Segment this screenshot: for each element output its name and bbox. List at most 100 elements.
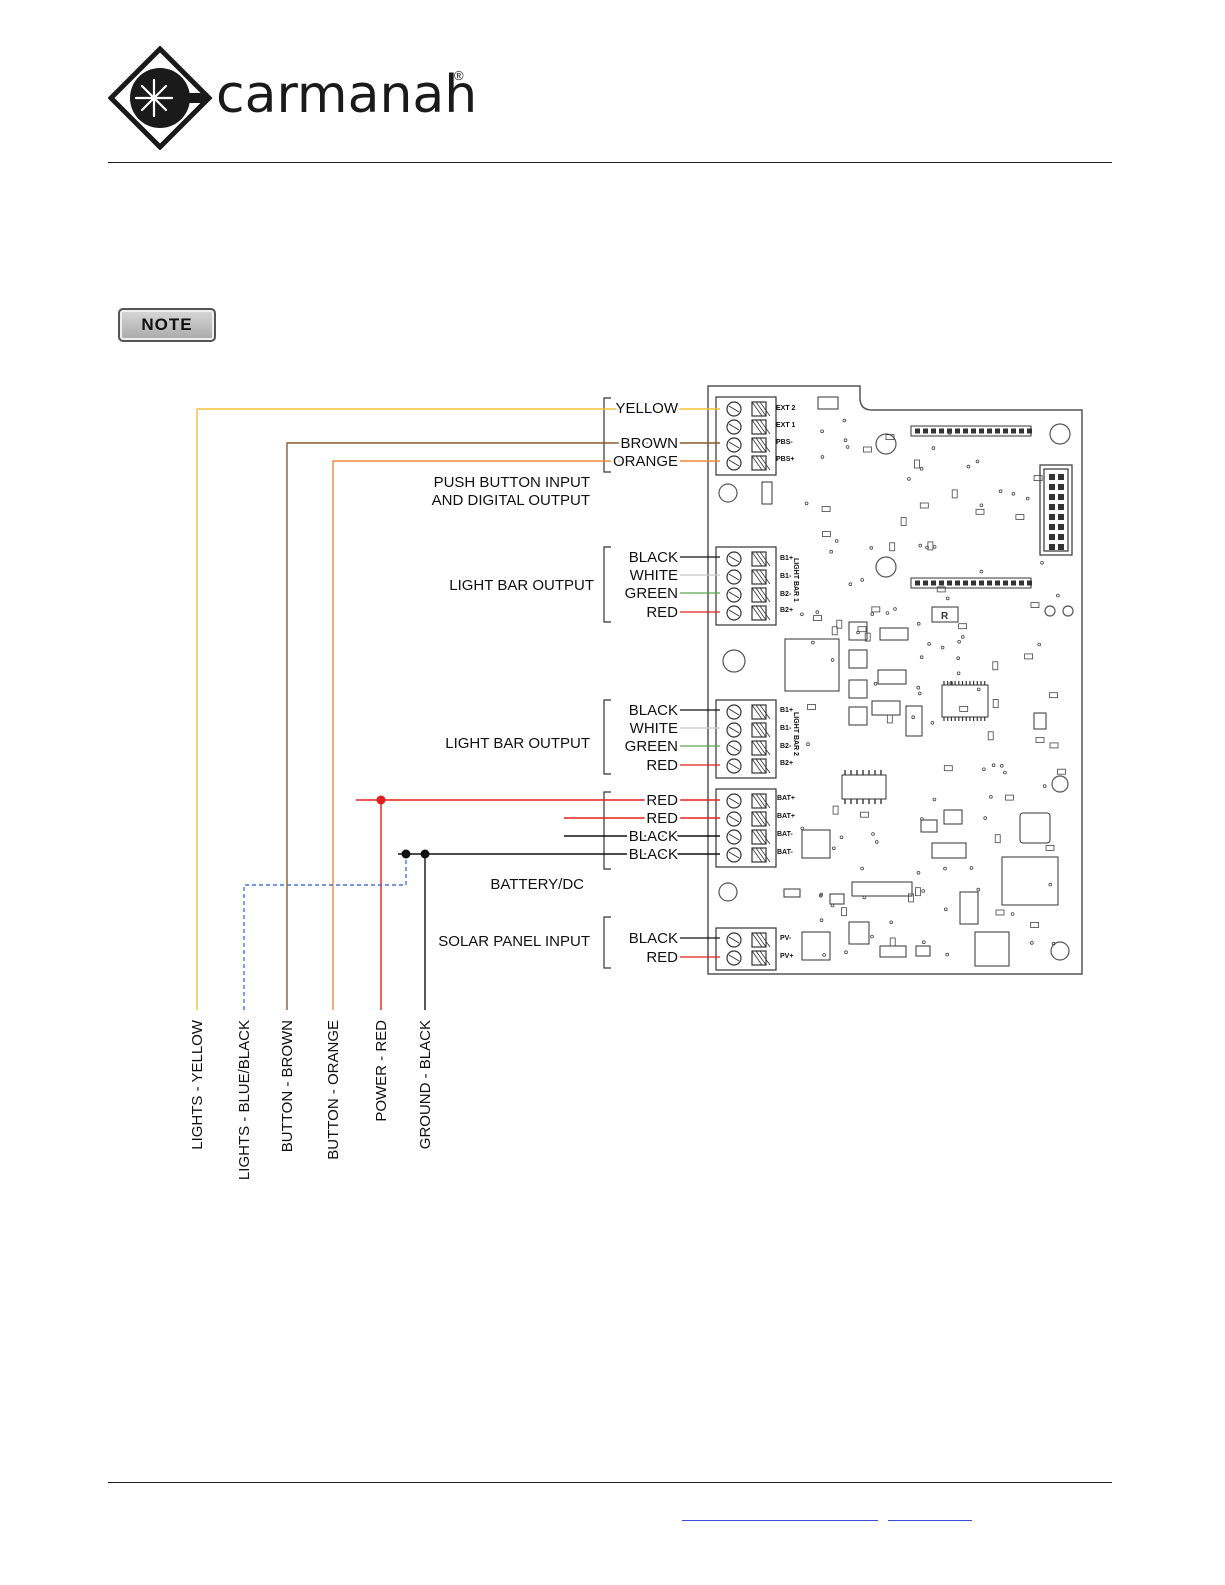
terminal-clamp [751, 401, 767, 417]
carmanah-logo: carmanah ® [108, 46, 477, 150]
wire-label-lb2-black: BLACK [629, 702, 678, 719]
ribbon-pin [1049, 484, 1055, 490]
header-pin [963, 580, 968, 586]
terminal-screw [726, 569, 742, 585]
silk-batm2: BAT- [777, 849, 793, 856]
terminal-clamp [751, 740, 767, 756]
terminal-clamp [751, 932, 767, 948]
header-pin [1027, 428, 1032, 434]
terminal-clamp [751, 455, 767, 471]
header-pin [955, 580, 960, 586]
header-pin [995, 428, 1000, 434]
terminal-block [715, 788, 777, 868]
logo-star-icon [134, 78, 174, 118]
header-pin [947, 428, 952, 434]
group-solar-label: SOLAR PANEL INPUT [438, 933, 590, 950]
ribbon-pin [1049, 474, 1055, 480]
wire-label-pv-black: BLACK [629, 930, 678, 947]
terminal-screw [726, 587, 742, 603]
terminal-screw [726, 605, 742, 621]
ribbon-pin [1049, 534, 1055, 540]
wire-label-brown: BROWN [621, 435, 679, 452]
resistor-label: R [941, 611, 949, 622]
terminal-screw [726, 847, 742, 863]
silk-b1m-a: B1- [780, 573, 792, 580]
wire-label-lb1-black: BLACK [629, 549, 678, 566]
wire-label-yellow: YELLOW [615, 400, 678, 417]
note-label: NOTE [141, 315, 193, 334]
field-label-lights-blue-black: LIGHTS - BLUE/BLACK [236, 1020, 253, 1180]
ribbon-pin [1049, 504, 1055, 510]
terminal-screw [726, 419, 742, 435]
stub-wires [680, 556, 720, 958]
terminal-blocks [715, 396, 777, 971]
header-pin [1019, 428, 1024, 434]
terminal-clamp [751, 419, 767, 435]
footer-link-1[interactable] [682, 1508, 878, 1521]
field-wiring [196, 408, 720, 1010]
wire-label-orange: ORANGE [613, 453, 678, 470]
terminal-screw [726, 950, 742, 966]
header-pin [915, 580, 920, 586]
terminal-screw [726, 829, 742, 845]
terminal-screw [726, 932, 742, 948]
header-pin [955, 428, 960, 434]
header-pin [963, 428, 968, 434]
field-label-ground-black: GROUND - BLACK [417, 1020, 434, 1149]
terminal-clamp [751, 847, 767, 863]
terminal-screw [726, 401, 742, 417]
silk-batm1: BAT- [777, 831, 793, 838]
silk-b2p-b: B2+ [780, 760, 793, 767]
logo-bar [160, 93, 208, 103]
ribbon-pin [1058, 534, 1064, 540]
field-label-button-orange: BUTTON - ORANGE [325, 1020, 342, 1160]
footer-link-2[interactable] [888, 1508, 972, 1521]
ribbon-pin [1049, 494, 1055, 500]
orange-run [332, 460, 720, 1010]
wire-junctions [376, 795, 430, 859]
silk-b2m-b: B2- [780, 743, 792, 750]
group-push-button-label: PUSH BUTTON INPUT [434, 474, 590, 491]
terminal-silk-labels: EXT 2 EXT 1 PBS- PBS+ B1+ B1- B2- B2+ LI… [776, 405, 799, 960]
footer-rule [108, 1482, 1112, 1483]
header-pin [1011, 428, 1016, 434]
terminal-screw [726, 704, 742, 720]
blue-black-run [243, 854, 407, 1010]
field-label-button-brown: BUTTON - BROWN [279, 1020, 296, 1152]
wire-label-bat-red2: RED [646, 810, 678, 827]
silk-b2p-a: B2+ [780, 607, 793, 614]
silk-ext2: EXT 2 [776, 405, 796, 412]
group-labels: PUSH BUTTON INPUT AND DIGITAL OUTPUT LIG… [432, 474, 594, 950]
group-push-button-label-2: AND DIGITAL OUTPUT [432, 492, 590, 509]
header-pin [939, 580, 944, 586]
header-pin [923, 580, 928, 586]
terminal-clamp [751, 704, 767, 720]
header-pin [979, 580, 984, 586]
group-battery-label: BATTERY/DC [490, 876, 584, 893]
terminal-clamp [751, 551, 767, 567]
field-label-power-red: POWER - RED [373, 1020, 390, 1122]
header-pin [931, 580, 936, 586]
terminal-screw [726, 740, 742, 756]
silk-pbs-minus: PBS- [776, 439, 793, 446]
silk-pvp: PV+ [780, 953, 793, 960]
pcb-components [761, 396, 1059, 967]
wire-label-bat-red1: RED [646, 792, 678, 809]
terminal-screw [726, 722, 742, 738]
terminal-screw [726, 437, 742, 453]
wire-label-pv-red: RED [646, 949, 678, 966]
terminal-clamp [751, 605, 767, 621]
field-wire-labels: LIGHTS - YELLOW LIGHTS - BLUE/BLACK BUTT… [189, 1019, 434, 1180]
terminal-clamp [751, 950, 767, 966]
ribbon-pin [1058, 494, 1064, 500]
header-pin [971, 428, 976, 434]
terminal-clamp [751, 437, 767, 453]
ribbon-pin [1058, 504, 1064, 510]
header-pin [947, 580, 952, 586]
wire-label-lb2-red: RED [646, 757, 678, 774]
terminal-clamp [751, 569, 767, 585]
header-pin [971, 580, 976, 586]
terminal-clamp [751, 722, 767, 738]
group-light-bar-2-label: LIGHT BAR OUTPUT [445, 735, 590, 752]
